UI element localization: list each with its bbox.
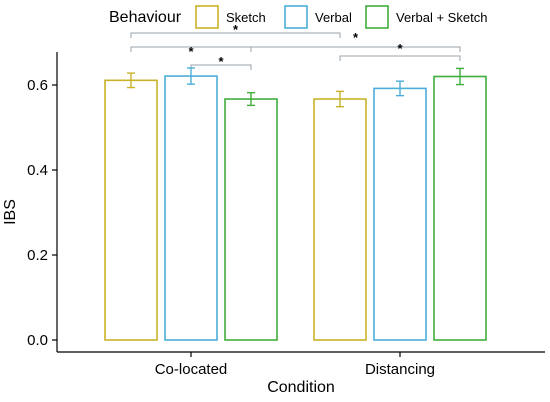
bar: [313, 98, 367, 341]
x-axis-title: Condition: [267, 379, 335, 396]
y-axis-title: IBS: [2, 199, 19, 225]
significance-bracket: [250, 46, 461, 52]
bar: [104, 79, 158, 341]
significance-brackets: * * * * *: [130, 22, 461, 70]
legend-key: [284, 5, 308, 29]
y-tick-label: 0.2: [27, 247, 48, 264]
x-tick-label: Distancing: [365, 361, 435, 378]
bar: [373, 87, 427, 341]
legend-label: Verbal + Sketch: [396, 10, 487, 25]
legend-title: Behaviour: [109, 9, 182, 26]
significance-star: *: [233, 22, 239, 37]
legend-key: [365, 5, 389, 29]
significance-star: *: [353, 30, 359, 45]
bar: [433, 75, 487, 341]
significance-bracket: [130, 32, 341, 38]
bars: [104, 67, 487, 341]
y-tick-label: 0.4: [27, 162, 48, 179]
significance-bracket: [339, 55, 461, 61]
bar: [224, 98, 278, 341]
legend: Behaviour Sketch Verbal Verbal + Sketch: [109, 5, 487, 29]
y-tick-label: 0.6: [27, 77, 48, 94]
y-tick-label: 0.0: [27, 332, 48, 349]
legend-label: Sketch: [226, 10, 266, 25]
significance-star: *: [397, 41, 403, 56]
axes: IBS Condition 0.0 0.2 0.4 0.6Co-located Dist…: [2, 52, 545, 396]
bar: [164, 75, 218, 341]
legend-key: [195, 5, 219, 29]
x-tick-label: Co-located: [155, 361, 228, 378]
legend-label: Verbal: [315, 10, 352, 25]
significance-star: *: [188, 44, 194, 59]
significance-star: *: [218, 54, 224, 69]
